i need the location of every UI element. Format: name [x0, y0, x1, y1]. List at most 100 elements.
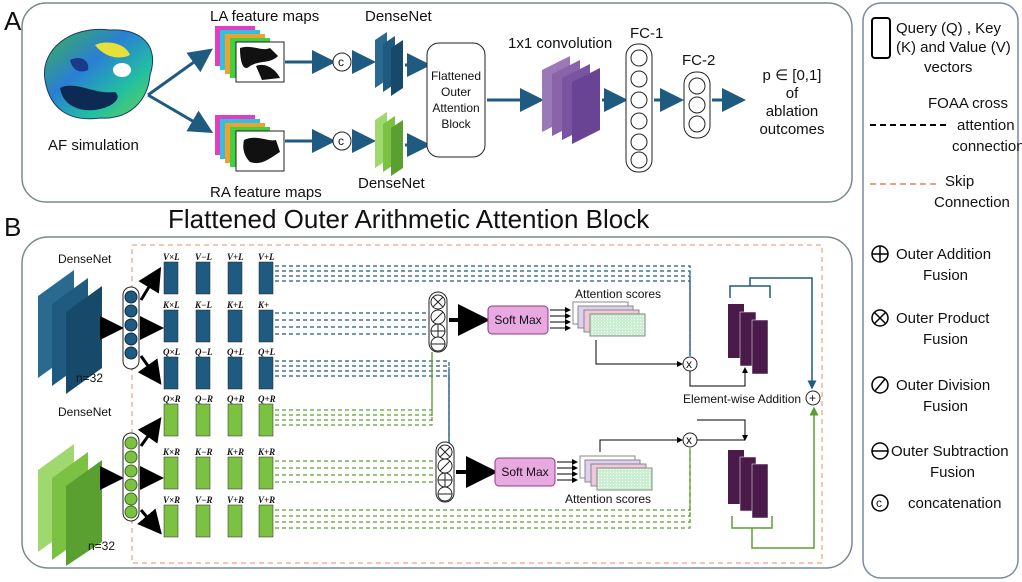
matrix-label-k_l-3: K+ [257, 300, 269, 310]
matrix-label-k_l-2: K+L [226, 300, 244, 310]
foaa-cross-attention-lines [275, 265, 691, 529]
attention-scores-bottom [579, 455, 653, 491]
matrix-label-v_l-0: V×L [163, 252, 180, 262]
elementwise-addition-label: Element-wise Addition [683, 392, 801, 406]
foaa-block-line-2: Outer [441, 85, 471, 99]
matrix-label-v_l-1: V−L [195, 252, 212, 262]
dash-q-top-0 [275, 360, 450, 445]
dash-q-top-3 [275, 375, 450, 445]
densenet-top-label-a: DenseNet [365, 8, 433, 25]
feature-vector-top-cells [124, 290, 138, 360]
concatenation-icon [871, 494, 889, 512]
legend-concat-symbol: c [876, 496, 882, 510]
concat-symbol-bottom: c [338, 134, 344, 148]
af-simulation-label: AF simulation [48, 137, 139, 154]
ra-feature-maps-stack [215, 115, 285, 172]
matrix-q_l-2 [227, 356, 243, 390]
legend-outer-div-line-1: Outer Division [896, 377, 990, 394]
conv-label: 1x1 convolution [508, 35, 612, 52]
softmax-top [487, 305, 549, 335]
n-top-label: n=32 [76, 371, 103, 385]
legend-skip-line-1: Skip [945, 173, 974, 190]
matrix-label-q_l-1: Q−L [195, 347, 213, 357]
la-feature-maps-stack [215, 26, 285, 83]
output-stack-bottom [728, 450, 769, 519]
legend-foaa-line-1: FOAA cross [928, 95, 1008, 112]
matrix-k_l-2 [227, 309, 243, 343]
legend-outer-add-line-2: Fusion [923, 267, 968, 284]
matrix-k_l-0 [163, 309, 179, 343]
matrix-label-q_r-3: Q+R [258, 394, 276, 404]
matrix-label-q_l-2: Q+L [227, 347, 245, 357]
conv-block [542, 56, 600, 144]
foaa-block-line-1: Flattened [431, 69, 481, 83]
densenet-bottom-label-b: DenseNet [58, 405, 112, 419]
legend-skip-line-2: Connection [934, 194, 1010, 211]
dash-v-top-2 [275, 275, 691, 356]
legend-concat-label: concatenation [908, 495, 1001, 512]
matrix-q_r-0 [163, 403, 179, 437]
matrix-label-v_r-2: V+R [227, 495, 244, 505]
softmax-top-label: Soft Max [494, 313, 541, 327]
fc2-neurons [688, 77, 706, 133]
foaa-block-line-3: Attention [432, 101, 479, 115]
matrix-v_r-3 [258, 504, 274, 538]
legend-qkv-line-3: vectors [924, 59, 972, 76]
matrix-v_l-3 [258, 261, 274, 295]
feature-vector-bottom-cells [124, 436, 138, 519]
elementwise-add-icon [805, 390, 821, 406]
matrix-k_l-3 [258, 309, 274, 343]
matrix-label-k_r-3: K+R [257, 447, 275, 457]
foaa-block [426, 42, 486, 158]
matrix-v_l-0 [163, 261, 179, 295]
output-line-4: outcomes [759, 121, 824, 138]
dash-v-bottom-3 [275, 448, 691, 529]
attention-scores-top-label: Attention scores [575, 287, 661, 301]
matrix-k_r-2 [227, 456, 243, 490]
matrix-q_l-0 [163, 356, 179, 390]
matrix-k_r-0 [163, 456, 179, 490]
fc1-neurons [630, 49, 648, 169]
output-line-3: ablation [766, 103, 819, 120]
matrix-label-q_r-0: Q×R [163, 394, 181, 404]
foaa-block-line-4: Block [441, 117, 471, 131]
matrix-label-v_r-0: V×R [163, 495, 180, 505]
output-line-2: of [786, 85, 799, 102]
fusion-stack-top [428, 291, 448, 353]
legend-outer-prod-line-1: Outer Product [896, 310, 990, 327]
dash-q-top-1 [275, 365, 450, 445]
legend-qkv-line-2: (K) and Value (V) [896, 39, 1011, 56]
legend: Query (Q) , Key (K) and Value (V) vector… [862, 2, 1022, 579]
la-feature-maps-label: LA feature maps [210, 8, 319, 25]
matrix-label-v_l-3: V+L [258, 252, 275, 262]
densenet-bottom-label-a: DenseNet [358, 175, 426, 192]
matrix-k_r-1 [195, 456, 211, 490]
panel-a-letter: A [4, 6, 22, 36]
legend-foaa-line-2: attention [957, 117, 1015, 134]
elementwise-add-symbol: + [809, 391, 816, 405]
qkv-legend-icon [871, 17, 891, 59]
skip-connection-frame [131, 244, 823, 564]
matrix-k_l-1 [195, 309, 211, 343]
matrix-v_l-1 [195, 261, 211, 295]
concat-symbol-top: c [338, 55, 344, 69]
heart-mesh-image [43, 28, 154, 120]
dash-v-top-0 [275, 265, 691, 356]
panel-a: A AF simulation LA feature maps [4, 2, 853, 203]
matrix-q_r-2 [227, 403, 243, 437]
legend-outer-prod-line-2: Fusion [923, 331, 968, 348]
attention-scores-bottom-label: Attention scores [565, 492, 651, 506]
dash-q-top-2 [275, 370, 450, 445]
matrix-q_r-3 [258, 403, 274, 437]
output-line-1: p ∈ [0,1] [763, 67, 822, 84]
densenet-bottom-block [375, 112, 403, 176]
concat-icon-bottom [332, 131, 352, 151]
matrix-v_r-0 [163, 504, 179, 538]
matrix-v_r-1 [195, 504, 211, 538]
densenet-bottom-block-b [38, 444, 102, 566]
legend-outer-add-line-1: Outer Addition [896, 246, 991, 263]
matrix-label-v_r-3: V+R [258, 495, 275, 505]
legend-outer-sub-line-1: Outer Subtraction [891, 443, 1009, 460]
